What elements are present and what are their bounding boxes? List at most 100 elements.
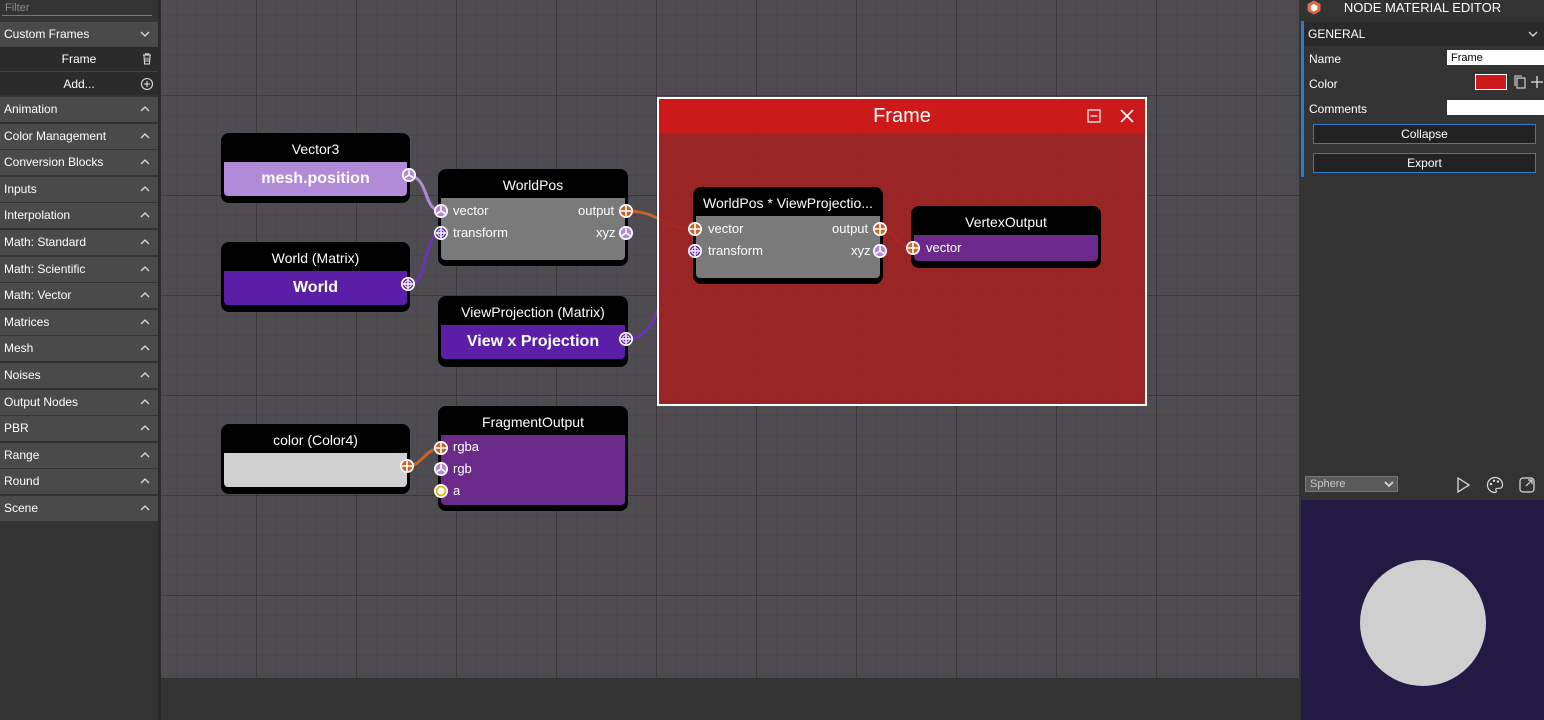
- output-label: output: [578, 203, 615, 218]
- preview-toolbar: Sphere: [1301, 470, 1544, 500]
- category-math-scientific[interactable]: Math: Scientific: [0, 257, 158, 282]
- color-label: Color: [1309, 77, 1338, 91]
- xyz-label: xyz: [851, 243, 871, 258]
- vec4-input-port-icon[interactable]: [687, 221, 703, 237]
- input-vector-label: vector: [926, 240, 962, 255]
- preview-mesh-select[interactable]: Sphere: [1305, 476, 1398, 492]
- matrix-input-port-icon[interactable]: [687, 243, 703, 259]
- plus-icon[interactable]: [1530, 75, 1544, 89]
- collapse-button[interactable]: Collapse: [1313, 124, 1536, 144]
- node-vertex-output[interactable]: VertexOutput: [911, 206, 1101, 268]
- vector-input-port-icon[interactable]: [433, 203, 449, 219]
- vec3-output-port-icon[interactable]: [872, 243, 888, 259]
- vector-output-port-icon[interactable]: [401, 167, 417, 183]
- chevron-up-icon: [140, 186, 150, 192]
- node-title: color (Color4): [273, 432, 358, 448]
- category-math-vector[interactable]: Math: Vector: [0, 283, 158, 308]
- chevron-up-icon: [140, 319, 150, 325]
- category-noises[interactable]: Noises: [0, 363, 158, 388]
- color4-input-port-icon[interactable]: [433, 440, 449, 456]
- input-transform-label: transform: [708, 243, 763, 258]
- node-worldpos-times-viewprojection[interactable]: WorldPos * ViewProjectio...: [693, 187, 883, 284]
- node-fragment-output[interactable]: FragmentOutput: [438, 406, 628, 511]
- input-rgba-label: rgba: [453, 439, 480, 454]
- play-icon[interactable]: [1454, 476, 1472, 494]
- category-mesh[interactable]: Mesh: [0, 336, 158, 361]
- category-label: Round: [4, 474, 40, 488]
- name-field[interactable]: [1447, 50, 1544, 65]
- material-preview[interactable]: [1301, 500, 1544, 720]
- filter-input[interactable]: [2, 1, 152, 16]
- export-button[interactable]: Export: [1313, 153, 1536, 173]
- node-worldpos[interactable]: WorldPos: [438, 169, 628, 266]
- section-label: GENERAL: [1308, 27, 1366, 41]
- node-title: VertexOutput: [965, 214, 1047, 230]
- category-label: Interpolation: [4, 208, 71, 222]
- color-swatch[interactable]: [1475, 74, 1507, 90]
- color-output-port-icon[interactable]: [399, 458, 415, 474]
- add-custom-frame-button[interactable]: Add...: [0, 71, 158, 95]
- color-swatch[interactable]: [224, 453, 407, 487]
- category-label: Mesh: [4, 341, 34, 355]
- chevron-up-icon: [140, 425, 150, 431]
- graph-canvas[interactable]: Frame Vector3 mesh.position World (Matri…: [161, 0, 1299, 678]
- collapse-icon[interactable]: [1087, 109, 1101, 123]
- matrix-input-port-icon[interactable]: [433, 225, 449, 241]
- comments-field[interactable]: [1447, 100, 1544, 115]
- vec4-input-port-icon[interactable]: [905, 240, 921, 256]
- category-output-nodes[interactable]: Output Nodes: [0, 390, 158, 415]
- node-title: Vector3: [291, 141, 340, 157]
- category-round[interactable]: Round: [0, 469, 158, 494]
- frame-header[interactable]: Frame: [659, 99, 1145, 133]
- matrix-output-port-icon[interactable]: [618, 331, 634, 347]
- category-label: Matrices: [4, 315, 50, 329]
- category-range[interactable]: Range: [0, 443, 158, 468]
- category-label: Inputs: [4, 182, 37, 196]
- panel-title: NODE MATERIAL EDITOR: [1343, 0, 1502, 15]
- section-accent: [1301, 21, 1304, 177]
- category-conversion-blocks[interactable]: Conversion Blocks: [0, 150, 158, 175]
- node-title: FragmentOutput: [482, 414, 584, 430]
- sidebar-splitter[interactable]: [158, 0, 161, 720]
- chevron-up-icon: [140, 266, 150, 272]
- copy-icon[interactable]: [1514, 75, 1526, 89]
- vec4-output-port-icon[interactable]: [618, 203, 634, 219]
- category-matrices[interactable]: Matrices: [0, 310, 158, 335]
- category-label: Color Management: [4, 129, 107, 143]
- node-vector3[interactable]: Vector3 mesh.position: [221, 133, 410, 203]
- custom-frame-item[interactable]: Frame: [0, 47, 158, 71]
- category-inputs[interactable]: Inputs: [0, 177, 158, 202]
- add-circle-icon[interactable]: [140, 77, 154, 91]
- category-label: Output Nodes: [4, 395, 79, 409]
- category-math-standard[interactable]: Math: Standard: [0, 230, 158, 255]
- category-color-management[interactable]: Color Management: [0, 124, 158, 149]
- palette-icon[interactable]: [1486, 476, 1504, 494]
- color3-input-port-icon[interactable]: [433, 461, 449, 477]
- category-label: Math: Vector: [4, 288, 72, 302]
- float-input-port-icon[interactable]: [433, 483, 449, 499]
- node-world-matrix[interactable]: World (Matrix) World: [221, 242, 410, 312]
- category-label: Animation: [4, 102, 58, 116]
- trash-icon[interactable]: [140, 52, 154, 66]
- vec4-output-port-icon[interactable]: [872, 221, 888, 237]
- preview-sphere: [1360, 560, 1486, 686]
- input-rgb-label: rgb: [453, 461, 472, 476]
- category-animation[interactable]: Animation: [0, 97, 158, 122]
- category-scene[interactable]: Scene: [0, 496, 158, 521]
- category-custom-frames[interactable]: Custom Frames: [0, 22, 158, 47]
- node-viewprojection-matrix[interactable]: ViewProjection (Matrix) View x Projectio…: [438, 296, 628, 367]
- panel-header: NODE MATERIAL EDITOR: [1301, 0, 1544, 17]
- general-section-header[interactable]: GENERAL: [1304, 22, 1544, 46]
- chevron-up-icon: [140, 106, 150, 112]
- node-title: WorldPos * ViewProjectio...: [703, 195, 873, 211]
- chevron-up-icon: [140, 292, 150, 298]
- matrix-output-port-icon[interactable]: [400, 276, 416, 292]
- node-color4[interactable]: color (Color4): [221, 424, 410, 494]
- category-interpolation[interactable]: Interpolation: [0, 203, 158, 228]
- category-label: Math: Standard: [4, 235, 87, 249]
- close-icon[interactable]: [1119, 108, 1135, 124]
- category-pbr[interactable]: PBR: [0, 416, 158, 441]
- popout-icon[interactable]: [1518, 476, 1536, 494]
- vec3-output-port-icon[interactable]: [618, 225, 634, 241]
